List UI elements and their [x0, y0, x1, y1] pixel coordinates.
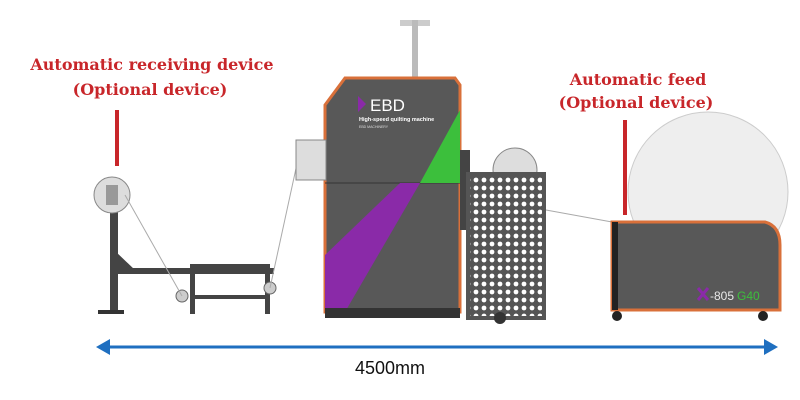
overall-length-label: 4500mm — [355, 358, 425, 378]
model-prefix: -805 — [710, 289, 734, 303]
receiving-pointer-line — [115, 110, 119, 166]
feed-label: Automatic feed — [569, 70, 707, 89]
feed-pointer-line — [623, 120, 627, 215]
mesh-cage — [466, 147, 613, 324]
receiving-device-label: Automatic receiving device — [29, 55, 273, 74]
ebd-logo-mark — [358, 96, 366, 112]
quilting-machine: EBD High-speed quilting machine EBD MACH… — [295, 20, 470, 318]
automatic-feed-device: -805 G40 — [610, 111, 789, 321]
dimension-arrow — [96, 339, 778, 355]
feed-optional-label: (Optional device) — [559, 93, 714, 112]
brand-name: EBD — [370, 96, 405, 115]
model-suffix: G40 — [737, 289, 760, 303]
machine-tagline: High-speed quilting machine — [359, 117, 434, 123]
receiving-device — [93, 149, 301, 314]
receiving-device-optional-label: (Optional device) — [73, 80, 228, 99]
maker-name: EBD MACHINERY — [359, 125, 389, 129]
